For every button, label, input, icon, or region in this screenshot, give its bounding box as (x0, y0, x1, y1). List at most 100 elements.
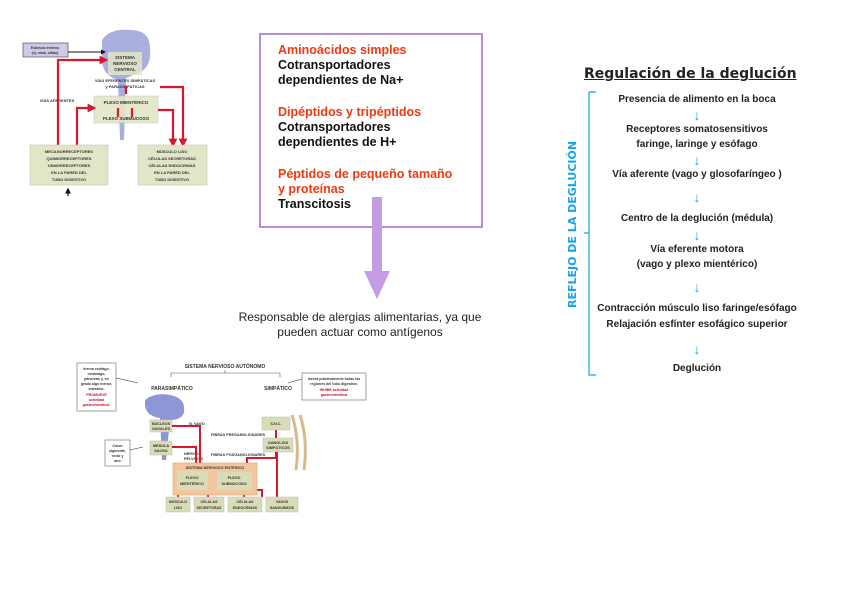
label: PÉLVICOS (184, 456, 203, 461)
note-text-red: INHIBE actividad (320, 388, 349, 392)
flow-step: Vía eferente motora (650, 244, 744, 255)
label: SECRETORAS (197, 506, 222, 510)
note-text-red: PROMUEVE (86, 393, 107, 397)
note-text: ano (114, 459, 121, 463)
text: dependientes de H+ (278, 135, 397, 149)
effectors-box (137, 144, 208, 186)
arrow-down-icon: ↓ (693, 152, 701, 168)
arrow-down-icon: ↓ (693, 341, 701, 357)
receptors-text: QUIMIORRECEPTORES (46, 156, 91, 161)
label: VASOS (276, 500, 289, 504)
label: ENDOCRINAS (233, 506, 258, 510)
note-text-red: gastrointestinal. (83, 403, 111, 407)
arrow-down-icon: ↓ (693, 189, 701, 205)
label: MÚSCULO (169, 499, 187, 504)
flow-step: Centro de la deglución (médula) (620, 213, 774, 224)
target-box (193, 496, 225, 513)
sympathetic-label: SIMPÁTICO (264, 385, 292, 392)
flow-step: faringe, laringe y esófago (636, 139, 758, 150)
allergy-note: Responsable de alergias alimentarias, ya… (200, 310, 520, 340)
connector-lines (115, 377, 303, 451)
red-arrows (56, 55, 188, 148)
enteric-reflex-diagram: Estímulo externo (ej. vista, olfato) SIS… (22, 29, 208, 196)
protein-absorption-box (259, 33, 483, 228)
label: S.N.C. (270, 422, 281, 426)
note-text: Colon (112, 444, 122, 448)
stimulus-box (22, 42, 69, 58)
text: pueden actuar como antígenos (277, 325, 443, 339)
label: LISO (174, 506, 183, 510)
receptors-box (29, 144, 109, 186)
flow-step: Contracción músculo liso faringe/esófago (597, 303, 797, 314)
target-box (265, 496, 299, 513)
label: VAGALES (152, 427, 171, 431)
text: Cotransportadores (278, 120, 391, 134)
red-arrows (172, 425, 278, 497)
plexus-label: PLEXO MIENTÉRICO (104, 98, 149, 105)
note-text: sigmoide, (109, 449, 126, 453)
target-box (165, 496, 191, 513)
flow-step: Deglución (672, 363, 722, 374)
effectors-text: TUBO DIGESTIVO (155, 177, 189, 182)
bracket-icon (584, 91, 596, 376)
arrow-down-icon: ↓ (693, 227, 701, 243)
arrow-down-icon: ↓ (693, 279, 701, 295)
efferent-label: VÍAS EFERENTES SIMPÁTICAS (95, 78, 156, 83)
effectors-text: CÉLULAS ENDOCRINAS (149, 163, 196, 168)
receptors-text: TUBO DIGESTIVO (52, 177, 86, 182)
note-text: intestino. (89, 387, 105, 391)
label: SISTEMA NERVIOSO ENTÉRICO (186, 465, 244, 470)
note-text: Inerva prácticamente todas las (308, 377, 361, 381)
label: MÉDULA (153, 443, 169, 448)
text: Transcitosis (278, 197, 351, 211)
label: CÉLULAS (201, 499, 219, 504)
heading-small-peptides: Péptidos de pequeño tamaño (278, 167, 453, 181)
label: CÉLULAS (237, 499, 255, 504)
flow-title: Regulación de la deglución (584, 66, 797, 82)
colon-note-box (104, 439, 131, 467)
flow-step: Relajación esfínter esofágico superior (606, 319, 788, 330)
label: NÚCLEOS (152, 421, 171, 426)
stimulus-text: (ej. vista, olfato) (32, 51, 59, 55)
receptors-text: MECANORRECEPTORES (45, 149, 93, 154)
snc-text: CENTRAL (114, 67, 136, 72)
snc-text: NERVIOSO (113, 61, 137, 66)
text: y proteínas (278, 182, 345, 196)
title-bracket (170, 370, 281, 377)
flow-step: Presencia de alimento en la boca (618, 94, 776, 105)
sympathetic-note-box (301, 372, 367, 401)
snc-text: SISTEMA (115, 55, 136, 60)
label: SUBMUCOSO (221, 482, 246, 486)
label: SANGUÍNEOS (270, 505, 295, 510)
effectors-text: MÚSCULO LISO (157, 149, 188, 154)
note-text: grado algo menor, (81, 382, 112, 386)
note-text: regiones del tubo digestivo. (310, 382, 358, 386)
parasympathetic-note-box (76, 362, 117, 412)
snc-box (108, 52, 142, 75)
heading-amino-acids: Aminoácidos simples (278, 43, 407, 57)
note-text: Inerva esófago, (83, 367, 109, 371)
text: Cotransportadores (278, 58, 391, 72)
label: PLEXO (228, 476, 241, 480)
arrow-down-icon: ↓ (693, 107, 701, 123)
down-arrow-icon (364, 197, 390, 299)
plexus-label: PLEXO SUBMUCOSO (103, 116, 150, 121)
note-text: páncreas y, en (84, 377, 109, 381)
target-box (227, 496, 263, 513)
text: Responsable de alergias alimentarias, ya… (238, 310, 482, 324)
flow-step: (vago y plexo mientérico) (636, 259, 758, 270)
label: FIBRAS PREGANGLIONARES (211, 433, 265, 437)
label: MIENTÉRICO (180, 481, 204, 486)
note-text-red: actividad (89, 398, 105, 402)
label: NERVIOS (184, 452, 201, 456)
flow-step: Receptores somatosensitivos (626, 124, 768, 135)
label: N. VAGO (189, 422, 205, 426)
text: dependientes de Na+ (278, 73, 404, 87)
myenteric-box (177, 471, 208, 490)
flow-step: Vía aferente (vago y glosofaríngeo ) (612, 169, 782, 180)
label: SACRA (154, 449, 168, 453)
diagram-title: SISTEMA NERVIOSO AUTÓNOMO (185, 362, 266, 370)
effectors-text: CÉLULAS SECRETORAS (148, 156, 196, 161)
stimulus-text: Estímulo externo (31, 46, 59, 50)
label: PLEXO (186, 476, 199, 480)
